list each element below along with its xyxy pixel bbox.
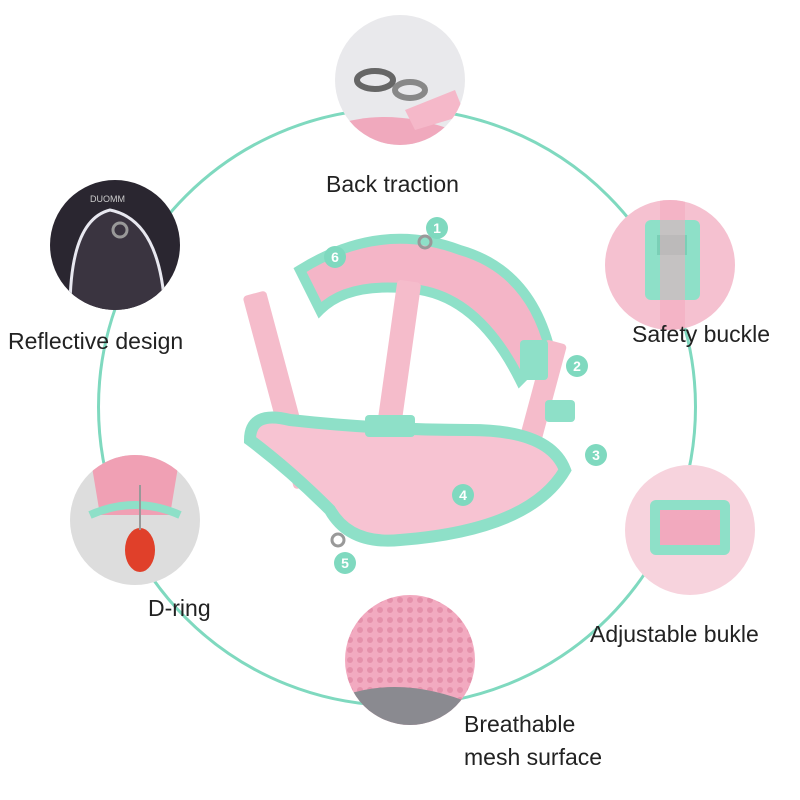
badge-2: 2 [566,355,588,377]
feature-label-mesh-surface: mesh surface [464,744,603,770]
feature-label-d-ring: D-ring [148,595,211,621]
feature-label-adjustable-buckle: Adjustable bukle [590,621,759,647]
feature-label-reflective-design: Reflective design [8,328,184,354]
badge-5: 5 [334,552,356,574]
badge-1: 1 [426,217,448,239]
feature-label-back-traction: Back traction [326,171,459,197]
safety-buckle-thumbnail [605,200,735,330]
back-traction-thumbnail [335,15,465,145]
harness-product-image [243,233,575,548]
feature-label-safety-buckle: Safety buckle [632,321,771,347]
badge-3: 3 [585,444,607,466]
badge-6: 6 [324,246,346,268]
adjustable-buckle-thumbnail [625,465,755,595]
feature-label-breathable: Breathable [464,711,576,737]
reflective-design-thumbnail: DUOMM [50,180,180,310]
badge-4: 4 [452,484,474,506]
mesh-surface-thumbnail [345,595,475,725]
brand-label: DUOMM [90,194,125,204]
d-ring-thumbnail [70,455,200,585]
